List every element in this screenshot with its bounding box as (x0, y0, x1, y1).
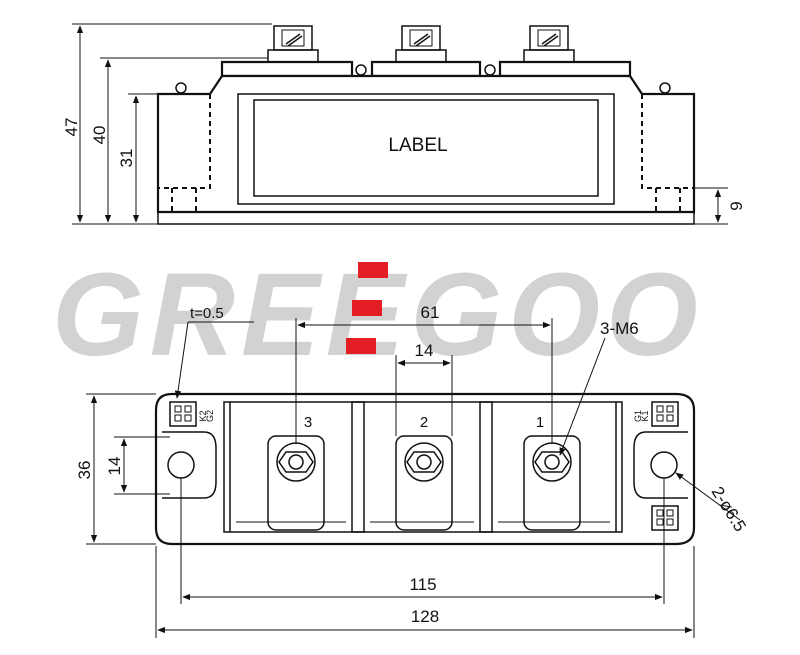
gate-pin-left: K2 G2 (169, 401, 215, 427)
hidden-line-right (641, 94, 694, 189)
top-dimensions: t=0.5 61 14 3-M6 36 14 2-ø6.5 (75, 303, 750, 638)
screw-label: 3-M6 (600, 319, 639, 338)
dim-height-40: 40 (90, 126, 109, 145)
terminal-2 (395, 435, 453, 531)
side-stud-2 (484, 64, 496, 76)
dim-height-47: 47 (62, 118, 81, 137)
mount-ear-right (633, 431, 688, 499)
hidden-hole-left (171, 188, 197, 212)
dim-width-14: 14 (415, 341, 434, 360)
gate-pin-right-bottom (651, 505, 679, 531)
top-plate-left (220, 60, 354, 78)
gate-pin-label-g1: G1 (633, 410, 643, 422)
watermark-accent-bar-3 (346, 338, 376, 354)
watermark-accent-bar-2 (352, 300, 382, 316)
hidden-line-left (158, 94, 211, 189)
dim-hole-span-115: 115 (409, 575, 436, 594)
gate-pin-label-k2: K2 (198, 410, 208, 421)
label-panel-outer (237, 93, 615, 205)
dim-length-128: 128 (411, 607, 439, 626)
dim-height-36: 36 (75, 461, 94, 480)
hidden-hole-right (655, 188, 681, 212)
side-dimensions: 47 40 31 9 (62, 23, 746, 225)
terminal-number-2: 2 (420, 414, 428, 431)
dim-pitch-61: 61 (421, 303, 440, 322)
side-stud-1 (355, 64, 367, 76)
top-plate-middle (370, 60, 482, 78)
screw-head-left (267, 25, 319, 63)
terminal-cavity (223, 401, 623, 533)
terminal-number-3: 3 (304, 414, 312, 431)
side-baseplate (157, 211, 695, 225)
gate-pin-label-g2: G2 (205, 410, 215, 422)
divider-1 (351, 401, 365, 533)
dim-hole-offset-14: 14 (105, 457, 124, 476)
mount-ear-left (162, 431, 217, 499)
screw-head-middle (395, 25, 447, 63)
watermark-accent-bar-1 (358, 262, 388, 278)
dim-height-31: 31 (117, 149, 136, 168)
dim-base-9: 9 (727, 201, 746, 210)
watermark: GREEGOO (52, 249, 698, 381)
side-tab-left (175, 82, 187, 94)
mount-hole-label: 2-ø6.5 (708, 483, 750, 535)
label-panel-inner (253, 99, 599, 197)
side-view: LABEL 47 40 31 9 (62, 23, 746, 225)
screw-head-right (523, 25, 575, 63)
thickness-label: t=0.5 (190, 305, 224, 322)
divider-2 (479, 401, 493, 533)
side-tab-right (659, 82, 671, 94)
top-view: 3 2 1 K2 G2 G1 K1 (75, 303, 750, 638)
top-plate-right (498, 60, 632, 78)
label-text: LABEL (388, 135, 447, 156)
terminal-number-1: 1 (536, 414, 544, 431)
gate-pin-label-k1: K1 (640, 410, 650, 421)
gate-pin-right-top: G1 K1 (633, 401, 679, 427)
